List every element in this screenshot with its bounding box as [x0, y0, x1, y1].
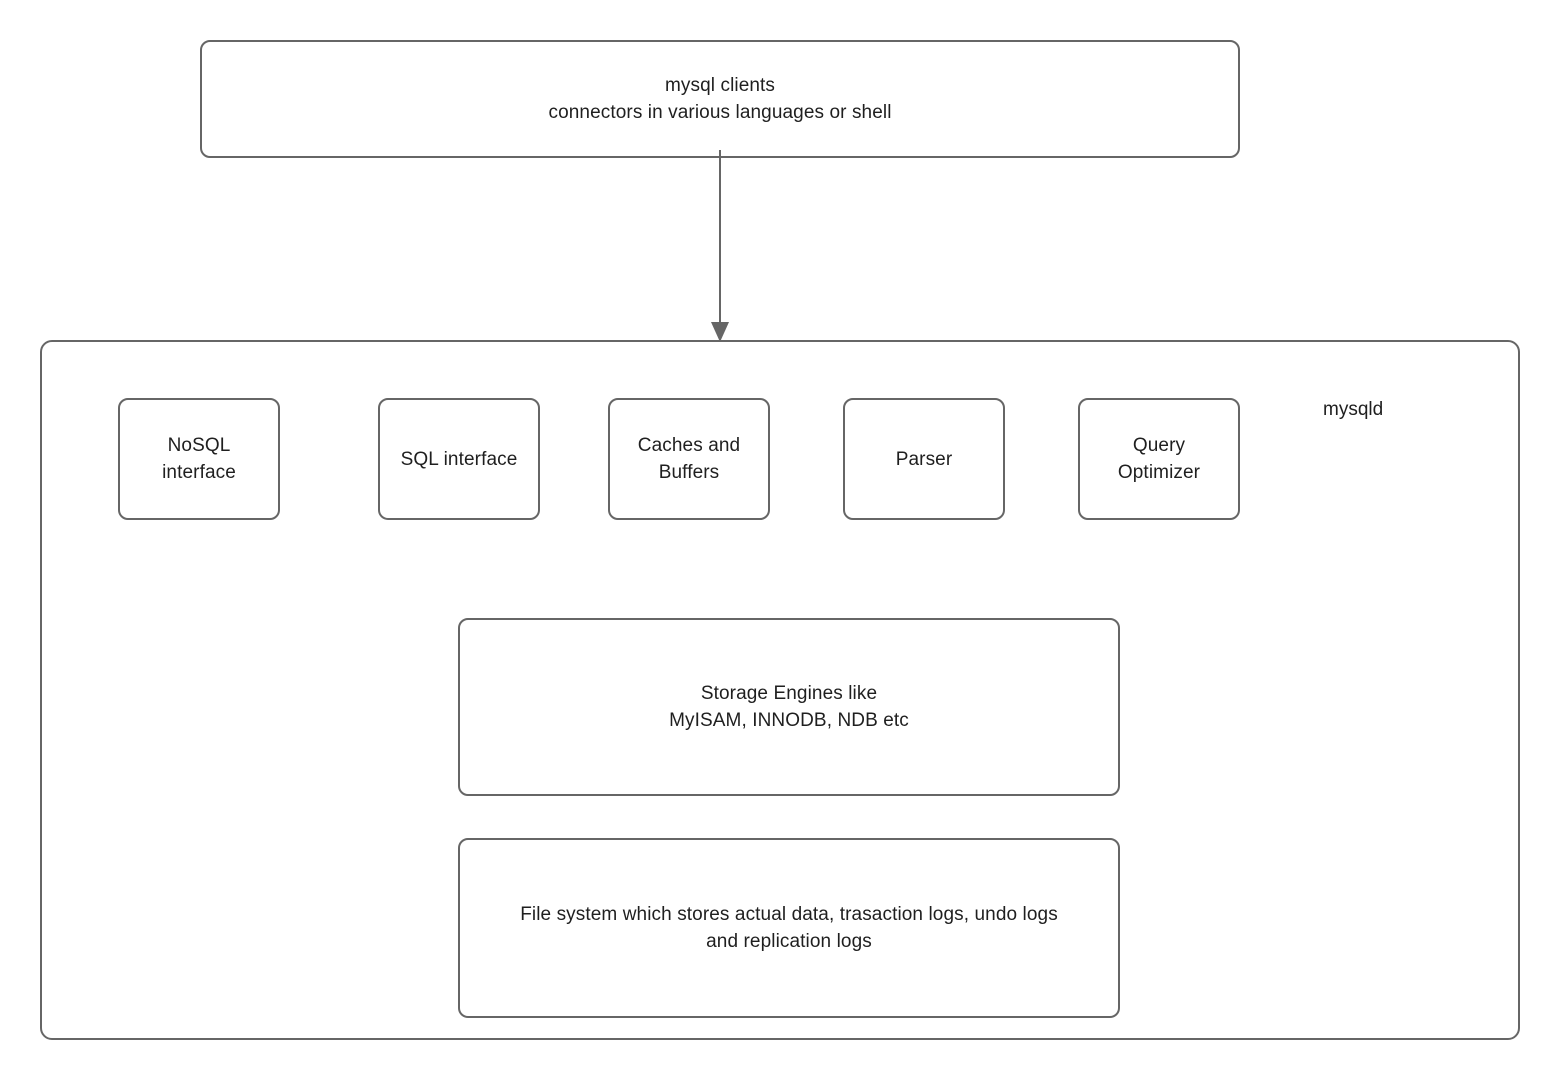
- arrow-down-icon: [711, 150, 729, 342]
- component-sql-interface-label: SQL interface: [400, 448, 518, 470]
- component-nosql-interface-label: NoSQL interface: [162, 435, 236, 483]
- storage-engines-label: Storage Engines like MyISAM, INNODB, NDB…: [669, 683, 909, 731]
- component-parser[interactable]: Parser: [843, 398, 1005, 520]
- component-query-optimizer[interactable]: Query Optimizer: [1078, 398, 1240, 520]
- component-query-optimizer-label: Query Optimizer: [1117, 435, 1201, 483]
- component-nosql-interface[interactable]: NoSQL interface: [118, 398, 280, 520]
- component-caches-and-buffers-label: Caches and Buffers: [637, 435, 741, 483]
- file-system-box[interactable]: File system which stores actual data, tr…: [458, 838, 1120, 1018]
- component-parser-label: Parser: [895, 448, 953, 470]
- mysqld-label: mysqld: [1323, 399, 1384, 420]
- file-system-label: File system which stores actual data, tr…: [520, 904, 1058, 952]
- mysql-clients-box[interactable]: mysql clients connectors in various lang…: [200, 40, 1240, 158]
- component-sql-interface[interactable]: SQL interface: [378, 398, 540, 520]
- storage-engines-box[interactable]: Storage Engines like MyISAM, INNODB, NDB…: [458, 618, 1120, 796]
- mysql-clients-label: mysql clients connectors in various lang…: [548, 75, 892, 123]
- component-caches-and-buffers[interactable]: Caches and Buffers: [608, 398, 770, 520]
